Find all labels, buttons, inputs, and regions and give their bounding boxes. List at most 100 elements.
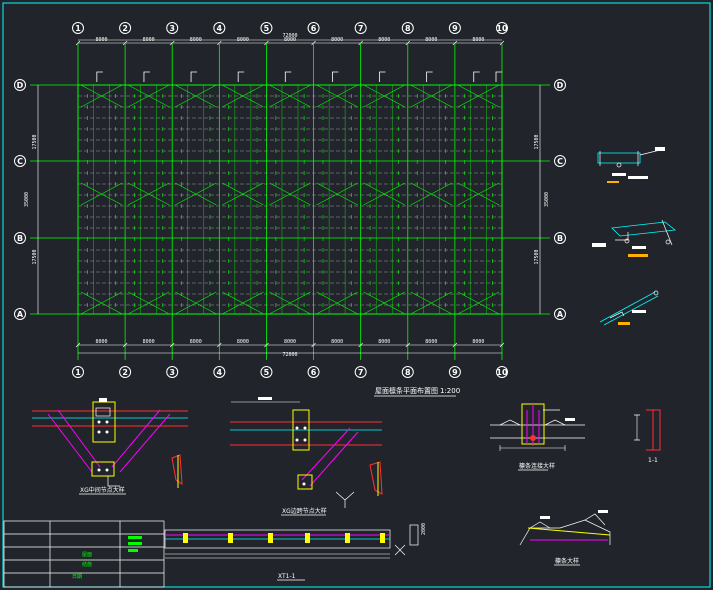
detail-2-label: XG边跨节点大样 <box>282 507 327 515</box>
bay-dimension: 8000 <box>96 37 108 43</box>
title-block-label-1: 屋面 <box>82 552 92 558</box>
bubble-label-row-B: B <box>17 234 23 243</box>
bay-dimension: 8000 <box>378 37 390 43</box>
bay-dimension: 8000 <box>96 339 108 345</box>
bubble-label-col-3: 3 <box>169 368 175 377</box>
top-bubble-col-7 <box>354 22 367 34</box>
row-dimension: 17500 <box>534 249 540 264</box>
top-bubble-col-3 <box>166 22 179 34</box>
left-bubble-row-B <box>14 232 26 244</box>
bubble-label-col-10: 10 <box>496 368 508 377</box>
left-bubble-row-D <box>14 79 26 91</box>
section-detail-top <box>597 147 665 183</box>
bubble-label-col-9: 9 <box>452 24 458 33</box>
bay-dimension: 8000 <box>331 37 343 43</box>
bubble-label-col-6: 6 <box>311 24 317 33</box>
row-dimension: 17500 <box>32 249 38 264</box>
top-bubble-col-2 <box>119 22 132 34</box>
top-bubble-col-5 <box>260 22 273 34</box>
bubble-label-col-4: 4 <box>217 24 223 33</box>
row-dimension: 17500 <box>534 134 540 149</box>
bay-dimension: 8000 <box>190 339 202 345</box>
top-bubble-col-9 <box>448 22 461 34</box>
bay-dimension: 8000 <box>237 339 249 345</box>
bottom-bubble-col-8 <box>401 366 414 378</box>
row-dimension: 17500 <box>32 134 38 149</box>
bubble-label-col-2: 2 <box>122 368 128 377</box>
detail-purlin: 檩条大样 <box>519 510 611 566</box>
bay-dimension: 8000 <box>331 339 343 345</box>
bubble-label-col-7: 7 <box>358 368 364 377</box>
bay-dimension: 8000 <box>143 339 155 345</box>
bubble-label-col-7: 7 <box>358 24 364 33</box>
bubble-label-row-D: D <box>557 81 564 90</box>
bubble-label-row-C: C <box>17 157 23 166</box>
section-detail-bottom <box>599 290 659 326</box>
bay-dimension: 8000 <box>237 37 249 43</box>
plan-scale: 1:200 <box>440 387 460 395</box>
bottom-bubble-col-10 <box>496 366 508 378</box>
left-bubble-row-C <box>14 155 26 167</box>
row-total-dimension: 35000 <box>544 192 550 207</box>
detail-purlin-connection: 檩条连接大样 <box>490 403 585 471</box>
title-block-label-3: 日期 <box>72 574 82 580</box>
bubble-label-col-5: 5 <box>264 24 270 33</box>
bubble-label-row-B: B <box>557 234 563 243</box>
detail-1-label: XG中间节点大样 <box>80 486 125 494</box>
bubble-label-col-6: 6 <box>311 368 317 377</box>
overall-dimension: 72000 <box>282 33 297 39</box>
top-bubble-col-6 <box>307 22 320 34</box>
detail-5-label: 1-1 <box>648 457 658 464</box>
right-bubble-row-B <box>554 232 566 244</box>
bottom-bubble-col-6 <box>307 366 320 378</box>
bubble-label-col-8: 8 <box>405 24 411 33</box>
right-bubble-row-C <box>554 155 566 167</box>
side-dim: 2000 <box>421 523 427 535</box>
bay-dimension: 8000 <box>190 37 202 43</box>
bay-dimension: 8000 <box>425 339 437 345</box>
row-total-dimension: 35000 <box>24 192 30 207</box>
left-bubble-row-A <box>14 308 26 320</box>
bottom-bubble-col-3 <box>166 366 179 378</box>
right-bubble-row-A <box>554 308 566 320</box>
title-block: 屋面 结施 日期 <box>3 520 165 588</box>
bubble-label-row-D: D <box>17 81 24 90</box>
right-bubble-row-D <box>554 79 566 91</box>
roof-purlin-plan <box>30 44 550 360</box>
purlin-braces <box>80 71 502 315</box>
bubble-label-col-8: 8 <box>405 368 411 377</box>
bay-dimension: 8000 <box>284 339 296 345</box>
section-strip-xt1: 2000 XT1-1 <box>164 523 427 581</box>
bubble-label-row-A: A <box>17 310 24 319</box>
top-bubble-col-8 <box>401 22 414 34</box>
bubble-label-row-C: C <box>557 157 563 166</box>
detail-3-label: 檩条连接大样 <box>519 462 555 470</box>
detail-xg-edge-joint: XG边跨节点大样 <box>230 397 383 516</box>
bottom-bubble-col-7 <box>354 366 367 378</box>
title-block-label-2: 结施 <box>82 561 92 568</box>
bay-dimension: 8000 <box>472 37 484 43</box>
overall-dimension: 72000 <box>282 352 297 358</box>
section-strip-label: XT1-1 <box>278 573 296 580</box>
top-bubble-col-4 <box>213 22 226 34</box>
plan-dimensions: 8000 8000 8000 8000 8000 8000 8000 8000 8000 7200… <box>24 33 550 358</box>
bay-dimension: 8000 <box>143 37 155 43</box>
bay-dimension: 8000 <box>472 339 484 345</box>
bay-dimension: 8000 <box>425 37 437 43</box>
bottom-bubble-col-4 <box>213 366 226 378</box>
bubble-label-row-A: A <box>557 310 564 319</box>
bubble-label-col-10: 10 <box>496 24 508 33</box>
top-bubble-col-10 <box>496 22 508 34</box>
bubble-label-col-4: 4 <box>217 368 223 377</box>
purlin-lines <box>78 95 502 306</box>
section-detail-middle <box>592 219 677 257</box>
detail-4-label: 檩条大样 <box>555 557 579 565</box>
bottom-bubble-col-9 <box>448 366 461 378</box>
plan-title: 屋面檩条平面布置图 <box>375 386 438 395</box>
bubble-label-col-5: 5 <box>264 368 270 377</box>
bubble-label-col-9: 9 <box>452 368 458 377</box>
